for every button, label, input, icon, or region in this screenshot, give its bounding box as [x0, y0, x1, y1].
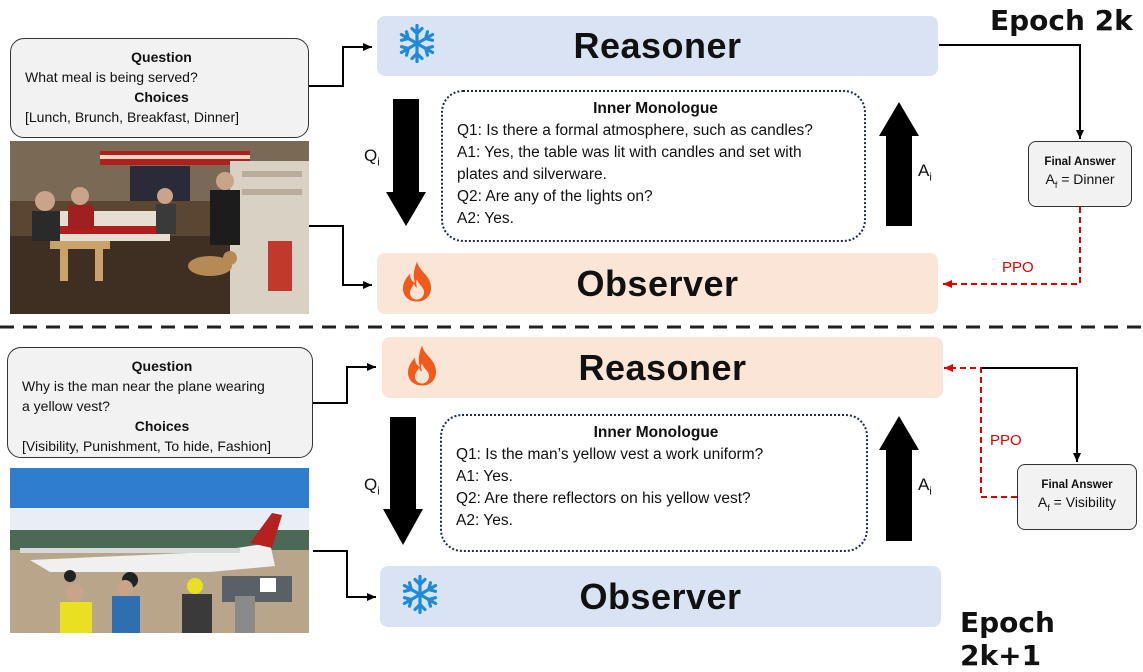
question-to-reasoner-connector: [309, 43, 372, 87]
answer-up-arrow-2: [879, 416, 919, 541]
final-answer-title-2: Final Answer: [1041, 479, 1113, 491]
reasoner-to-final-connector: [939, 44, 1084, 139]
final-answer-value: Af = Dinner: [1045, 171, 1115, 190]
final-answer-title: Final Answer: [1044, 156, 1116, 168]
image-to-observer-connector: [309, 225, 372, 289]
answer-arrow-label: Ai: [918, 161, 932, 184]
reasoner-label-2: Reasoner: [578, 346, 747, 388]
flame-icon: [402, 343, 442, 392]
reasoner-to-final-connector-2: [981, 367, 1081, 462]
epoch-bottom-label: Epoch 2k+1: [960, 606, 1055, 672]
connectors: [0, 43, 1143, 601]
airport-scene-image: [10, 468, 309, 633]
inner-monologue-box: Inner Monologue Q1: Is there a formal at…: [441, 90, 866, 242]
monologue-line: A2: Yes.: [457, 210, 514, 227]
choices-header-2: Choices: [134, 418, 190, 434]
question-down-arrow-2: [383, 417, 423, 545]
question-down-arrow: [386, 99, 426, 226]
monologue-line: A1: Yes.: [456, 468, 513, 485]
answer-up-arrow: [879, 102, 919, 226]
monologue-line: Q2: Are there reflectors on his yellow v…: [456, 490, 751, 507]
ppo-label: PPO: [1002, 259, 1034, 276]
question-header: Question: [131, 49, 192, 65]
reasoner-module-2: Reasoner: [382, 337, 943, 398]
monologue-line: Q1: Is the man’s yellow vest a work unif…: [456, 446, 764, 463]
snowflake-icon: [400, 574, 440, 619]
final-answer-value-2: Af = Visibility: [1037, 494, 1117, 513]
monologue-line: A1: Yes, the table was lit with candles …: [457, 144, 802, 161]
monologue-line: Q1: Is there a formal atmosphere, such a…: [457, 122, 813, 139]
ppo-feedback-connector-1: [943, 207, 1081, 288]
monologue-title: Inner Monologue: [593, 100, 718, 117]
question-text-2: Why is the man near the plane wearing: [22, 378, 265, 394]
question-text-2: a yellow vest?: [22, 398, 110, 414]
question-text: What meal is being served?: [25, 69, 198, 85]
question-box: Question What meal is being served? Choi…: [10, 38, 309, 138]
final-answer-box-2: Final Answer Af = Visibility: [1017, 464, 1137, 530]
monologue-line: A2: Yes.: [456, 512, 513, 529]
final-answer-box: Final Answer Af = Dinner: [1028, 141, 1132, 207]
monologue-line: plates and silverware.: [457, 166, 607, 183]
choices-text: [Lunch, Brunch, Breakfast, Dinner]: [25, 109, 239, 125]
choices-text-2: [Visibility, Punishment, To hide, Fashio…: [22, 438, 272, 454]
reasoner-module: Reasoner: [377, 16, 938, 76]
observer-label: Observer: [576, 262, 739, 304]
observer-module: Observer: [377, 253, 938, 314]
flame-icon: [397, 259, 437, 308]
choices-header: Choices: [134, 89, 189, 105]
question-arrow-label-2: Qi: [364, 475, 380, 498]
ppo-label-2: PPO: [990, 432, 1022, 449]
observer-module-2: Observer: [380, 566, 941, 627]
inner-monologue-box-2: Inner Monologue Q1: Is the man’s yellow …: [440, 414, 868, 552]
question-arrow-label: Qi: [364, 146, 380, 169]
image-to-observer-connector-2: [313, 550, 376, 601]
reasoner-label: Reasoner: [573, 25, 742, 66]
monologue-title-2: Inner Monologue: [593, 424, 719, 441]
ppo-feedback-connector-2: [944, 364, 1017, 498]
epoch-top-label: Epoch 2k: [990, 4, 1133, 37]
question-header-2: Question: [131, 358, 193, 374]
monologue-line: Q2: Are any of the lights on?: [457, 188, 653, 205]
observer-label-2: Observer: [579, 575, 742, 617]
question-to-reasoner-connector-2: [313, 363, 376, 404]
question-box-2: Question Why is the man near the plane w…: [7, 347, 313, 458]
snowflake-icon: [397, 23, 437, 69]
answer-arrow-label-2: Ai: [918, 475, 932, 498]
dinner-scene-image: [10, 141, 309, 314]
